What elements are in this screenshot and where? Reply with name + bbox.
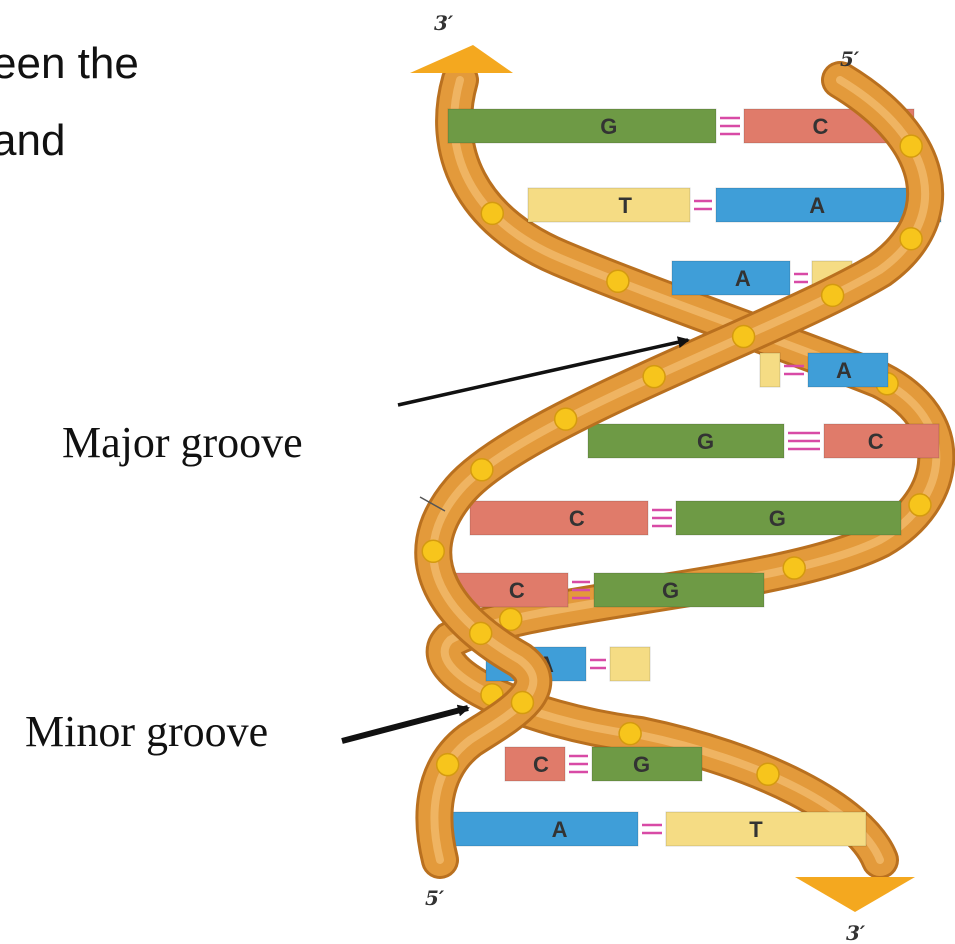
phosphate-bead [437, 754, 459, 776]
base-letter-right: A [809, 193, 825, 218]
base-letter-right: G [662, 578, 679, 603]
base-left [588, 424, 784, 458]
major-groove-label: Major groove [62, 418, 303, 467]
strand-end-arrow-top [410, 45, 513, 73]
phosphate-bead [470, 622, 492, 644]
phosphate-bead [900, 135, 922, 157]
phosphate-bead [555, 408, 577, 430]
base-letter-left: A [552, 817, 568, 842]
base-letter-right: C [813, 114, 829, 139]
base-letter-left: A [735, 266, 751, 291]
base-right [666, 812, 866, 846]
base-letter-right: T [749, 817, 763, 842]
base-letter-right: G [633, 752, 650, 777]
phosphate-bead [643, 366, 665, 388]
base-left [672, 261, 790, 295]
minor-groove-label: Minor groove [25, 707, 268, 756]
phosphate-bead [757, 763, 779, 785]
base-letter-left: T [618, 193, 632, 218]
phosphate-bead [422, 540, 444, 562]
base-letter-right: G [769, 506, 786, 531]
base-right [676, 501, 901, 535]
base-letter-left: C [509, 578, 525, 603]
base-left [528, 188, 690, 222]
phosphate-bead [909, 494, 931, 516]
base-letter-left: G [697, 429, 714, 454]
base-left [448, 109, 716, 143]
base-left [470, 501, 648, 535]
phosphate-bead [900, 228, 922, 250]
base-letter-left: G [600, 114, 617, 139]
base-pair: A [760, 353, 888, 387]
phosphate-bead [783, 557, 805, 579]
base-left [760, 353, 780, 387]
phosphate-bead [511, 692, 533, 714]
phosphate-bead [733, 326, 755, 348]
phosphate-bead [471, 459, 493, 481]
end-label-bottom-left: 5′ [425, 886, 445, 910]
phosphate-bead [481, 202, 503, 224]
base-right [610, 647, 650, 681]
base-left [442, 812, 638, 846]
base-letter-left: C [569, 506, 585, 531]
phosphate-bead [607, 270, 629, 292]
strand-end-arrow-bottom [795, 877, 915, 912]
base-letter-right: C [868, 429, 884, 454]
phosphate-bead [619, 723, 641, 745]
phosphate-bead [822, 284, 844, 306]
end-label-top-right: 5′ [840, 47, 860, 71]
base-letter-left: C [533, 752, 549, 777]
end-label-bottom-right: 3′ [846, 921, 866, 944]
base-letter-right: A [836, 358, 852, 383]
end-label-top-left: 3′ [434, 11, 454, 35]
